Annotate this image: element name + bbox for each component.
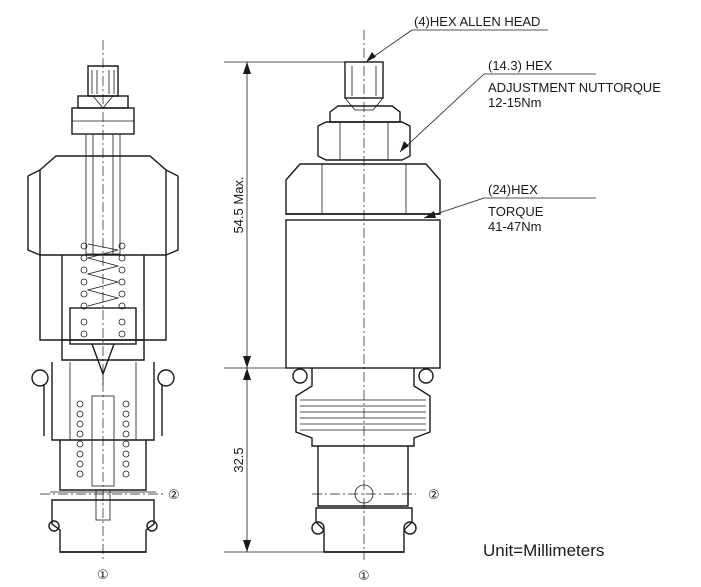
exterior-body xyxy=(285,219,441,369)
exterior-port-2: ② xyxy=(428,488,440,503)
callout-allen-head: (4)HEX ALLEN HEAD xyxy=(414,14,540,29)
section-view: ② ① xyxy=(27,40,180,583)
dimensions: 54.5 Max. 32.5 xyxy=(224,61,345,553)
section-lower-spring xyxy=(76,400,130,478)
section-sleeve xyxy=(51,362,155,441)
section-lower-body xyxy=(59,440,147,491)
section-oring-left xyxy=(31,369,49,387)
dim-lower-label: 32.5 xyxy=(231,447,246,472)
exterior-lower-body xyxy=(317,446,409,507)
exterior-main-hex xyxy=(285,163,441,215)
section-seat xyxy=(61,339,145,361)
section-main-spring xyxy=(80,242,126,310)
dim-upper-label: 54.5 Max. xyxy=(231,176,246,233)
callout-hex-24-subtitle: TORQUE xyxy=(488,204,544,219)
exterior-oring-left xyxy=(292,368,308,384)
unit-note: Unit=Millimeters xyxy=(483,541,604,560)
exterior-adjustment-nut xyxy=(317,121,411,161)
callout-hex-24-torque: 41-47Nm xyxy=(488,219,541,234)
exterior-oring-right xyxy=(418,368,434,384)
exterior-port-1: ① xyxy=(358,569,370,584)
section-port-1: ① xyxy=(97,568,109,583)
exterior-view: ② ① xyxy=(285,30,441,584)
callout-hex-14-torque: 12-15Nm xyxy=(488,95,541,110)
exterior-lock-nut-top xyxy=(329,105,401,123)
callout-hex-14-title: (14.3) HEX xyxy=(488,58,553,73)
section-poppet-guide xyxy=(69,307,137,345)
exterior-thread-lines xyxy=(300,399,426,431)
callout-hex-24-title: (24)HEX xyxy=(488,182,538,197)
callout-hex-14-subtitle: ADJUSTMENT NUTTORQUE xyxy=(488,80,661,95)
section-oring-right xyxy=(157,369,175,387)
exterior-thread xyxy=(295,368,431,447)
callouts: (4)HEX ALLEN HEAD (14.3) HEX ADJUSTMENT … xyxy=(365,14,661,234)
exterior-allen-screw xyxy=(344,61,384,99)
section-port-2: ② xyxy=(168,488,180,503)
